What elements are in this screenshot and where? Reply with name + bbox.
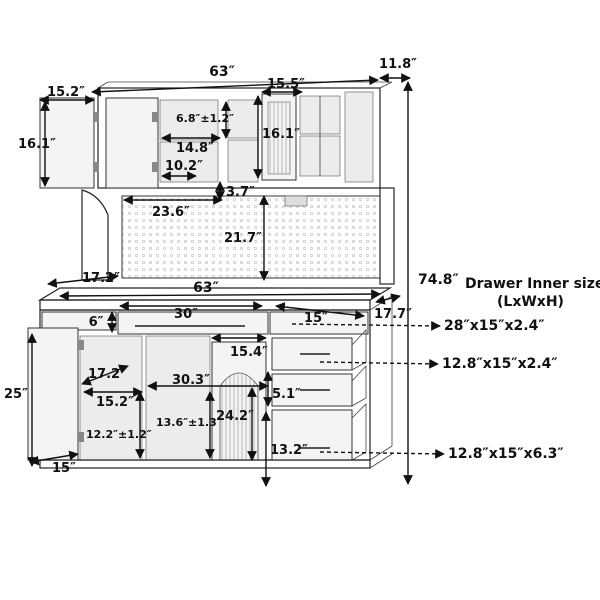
drawer-size-3: 12.8″x15″x6.3″: [448, 446, 564, 462]
label-middle-width: 15.4″: [230, 345, 268, 360]
label-upper-center-width: 14.8″: [176, 141, 214, 156]
label-upper-small-width: 10.2″: [165, 159, 203, 174]
dimension-lines: [27, 73, 445, 487]
label-gap-height: 3.7″: [226, 185, 255, 200]
drawer-size-1: 28″x15″x2.4″: [444, 318, 545, 334]
pegboard: [81, 187, 395, 285]
label-upper-right-height: 16.1″: [262, 127, 300, 142]
label-shelf-tolerance: 6.8″±1.2″: [176, 112, 234, 125]
label-bottom-depth: 15″: [52, 461, 76, 476]
label-drawer-small-width: 15″: [304, 311, 328, 326]
label-total-height: 74.8″: [418, 272, 459, 288]
label-drawer-width: 30″: [174, 307, 198, 322]
label-left-depth: 17.2″: [88, 367, 126, 382]
upper-hutch: [39, 81, 393, 189]
label-pegboard-width: 23.6″: [152, 205, 190, 220]
label-base-height: 25″: [4, 387, 28, 402]
label-pegboard-height: 21.7″: [224, 231, 262, 246]
label-large-drawer-height: 13.2″: [270, 443, 308, 458]
cabinet-illustration: [27, 81, 395, 469]
label-drawer-height: 6″: [89, 315, 104, 330]
label-counter-width: 63″: [193, 280, 219, 296]
label-inner-shelf-tolerance: 12.2″±1.2″: [86, 428, 152, 441]
drawer-info: Drawer Inner size: (LxWxH) 28″x15″x2.4″ …: [442, 276, 600, 462]
dimension-labels: 63″ 11.8″ 15.2″ 15.5″ 16.1″ 16.1″ 6.8″±1…: [4, 57, 459, 476]
label-upper-left-height: 16.1″: [18, 137, 56, 152]
drawer-info-subtitle: (LxWxH): [497, 294, 564, 310]
label-center-width: 30.3″: [172, 373, 210, 388]
label-counter-depth: 17.2″: [82, 271, 120, 286]
drawer-size-2: 12.8″x15″x2.4″: [442, 356, 558, 372]
label-overall-width: 63″: [209, 64, 235, 80]
label-center-shelf-tolerance: 13.6″±1.3″: [156, 416, 222, 429]
label-small-drawer-height: 5.1″: [272, 387, 301, 402]
drawer-info-title: Drawer Inner size:: [465, 276, 600, 292]
label-upper-left-width: 15.2″: [47, 85, 85, 100]
label-center-height: 24.2″: [216, 409, 254, 424]
label-overall-depth: 11.8″: [379, 57, 417, 72]
label-base-depth: 17.7″: [374, 307, 412, 322]
label-upper-right-width: 15.5″: [267, 77, 305, 92]
lower-base: [27, 295, 393, 469]
label-left-width: 15.2″: [96, 395, 134, 410]
